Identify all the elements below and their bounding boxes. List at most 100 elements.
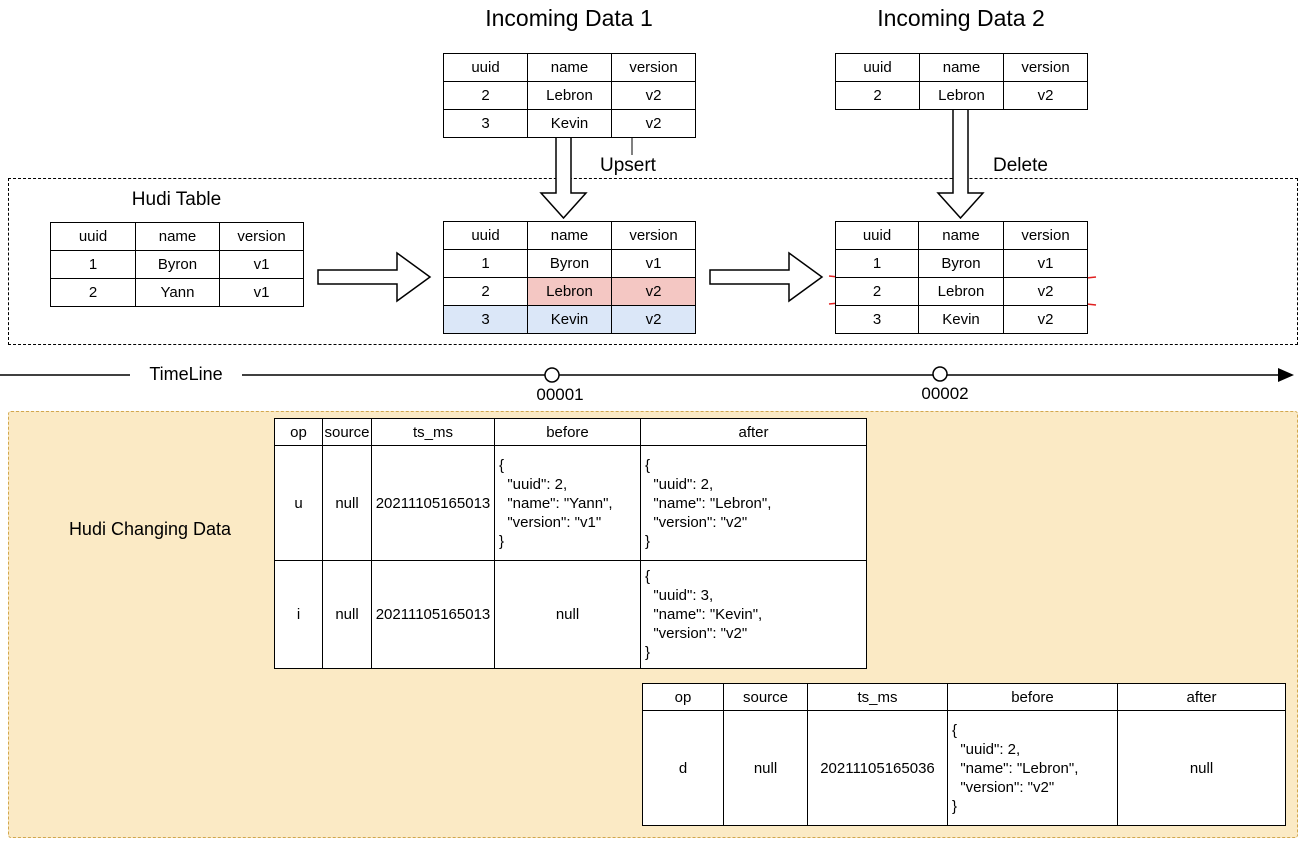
table-header-row: op source ts_ms before after bbox=[274, 418, 867, 446]
cell-before: null bbox=[494, 560, 641, 669]
cdc-table-instant1: op source ts_ms before after u null 2021… bbox=[274, 418, 867, 669]
deleted-row: 2 Lebron v2 bbox=[835, 277, 1088, 306]
cell: Lebron bbox=[527, 81, 612, 110]
cell-after: null bbox=[1117, 710, 1286, 826]
cell-after: { "uuid": 2, "name": "Lebron", "version"… bbox=[640, 445, 867, 561]
cdc-row-delete: d null 20211105165036 { "uuid": 2, "name… bbox=[642, 710, 1286, 826]
cell: v2 bbox=[1003, 81, 1088, 110]
inserted-cell: 3 bbox=[443, 305, 528, 334]
column-header-source: source bbox=[723, 683, 808, 711]
json-value: { "uuid": 2, "name": "Yann", "version": … bbox=[499, 456, 613, 550]
cell: Kevin bbox=[527, 109, 612, 138]
hudi-changing-data-label: Hudi Changing Data bbox=[68, 519, 232, 539]
cell-before: { "uuid": 2, "name": "Lebron", "version"… bbox=[947, 710, 1118, 826]
cell: 3 bbox=[443, 109, 528, 138]
column-header-op: op bbox=[642, 683, 724, 711]
timeline-instant2-marker bbox=[932, 366, 948, 382]
table-row: 2 Yann v1 bbox=[50, 278, 304, 307]
cell: Byron bbox=[527, 249, 612, 278]
cell: v1 bbox=[1003, 249, 1088, 278]
column-header-after: after bbox=[1117, 683, 1286, 711]
cell-op: u bbox=[274, 445, 323, 561]
cell: 1 bbox=[835, 249, 919, 278]
column-header-uuid: uuid bbox=[50, 222, 136, 251]
cell: Byron bbox=[918, 249, 1004, 278]
column-header-uuid: uuid bbox=[835, 221, 919, 250]
cell-before: { "uuid": 2, "name": "Yann", "version": … bbox=[494, 445, 641, 561]
cell: Lebron bbox=[918, 277, 1004, 306]
column-header-name: name bbox=[135, 222, 220, 251]
cdc-table-instant2: op source ts_ms before after d null 2021… bbox=[642, 683, 1286, 826]
table-row: 1 Byron v1 bbox=[835, 249, 1088, 278]
incoming-data-2-title: Incoming Data 2 bbox=[877, 5, 1045, 31]
cell: Yann bbox=[135, 278, 220, 307]
cell: 2 bbox=[443, 277, 528, 306]
column-header-uuid: uuid bbox=[443, 221, 528, 250]
cell: Lebron bbox=[919, 81, 1004, 110]
timeline-instant2-label: 00002 bbox=[921, 384, 969, 403]
cell: 2 bbox=[443, 81, 528, 110]
cell: v2 bbox=[611, 109, 696, 138]
column-header-version: version bbox=[611, 53, 696, 82]
cell-after: { "uuid": 3, "name": "Kevin", "version":… bbox=[640, 560, 867, 669]
cell-op: i bbox=[274, 560, 323, 669]
cell-source: null bbox=[322, 560, 372, 669]
cell: 1 bbox=[443, 249, 528, 278]
column-header-op: op bbox=[274, 418, 323, 446]
timeline-instant1-label: 00001 bbox=[536, 385, 584, 404]
table-header-row: uuid name version bbox=[443, 221, 696, 250]
inserted-cell: v2 bbox=[611, 305, 696, 334]
column-header-name: name bbox=[919, 53, 1004, 82]
table-header-row: uuid name version bbox=[835, 221, 1088, 250]
column-header-source: source bbox=[322, 418, 372, 446]
upsert-label: Upsert bbox=[600, 155, 656, 176]
cell: v1 bbox=[611, 249, 696, 278]
cell: v2 bbox=[1003, 305, 1088, 334]
table-row: 3 Kevin v2 bbox=[835, 305, 1088, 334]
timeline-label: TimeLine bbox=[130, 364, 242, 385]
cell: v2 bbox=[1003, 277, 1088, 306]
timeline-instant1-marker bbox=[544, 367, 560, 383]
cell: 2 bbox=[50, 278, 136, 307]
column-header-version: version bbox=[219, 222, 304, 251]
column-header-version: version bbox=[1003, 221, 1088, 250]
inserted-cell: Kevin bbox=[527, 305, 612, 334]
timeline-arrowhead-icon bbox=[1278, 368, 1294, 382]
hudi-initial-table: uuid name version 1 Byron v1 2 Yann v1 bbox=[50, 222, 304, 307]
json-value: { "uuid": 2, "name": "Lebron", "version"… bbox=[952, 721, 1079, 815]
incoming-data-1-title: Incoming Data 1 bbox=[485, 5, 653, 31]
cell-op: d bbox=[642, 710, 724, 826]
column-header-version: version bbox=[611, 221, 696, 250]
hudi-table-title: Hudi Table bbox=[131, 189, 222, 210]
incoming-data-1-table: uuid name version 2 Lebron v2 3 Kevin v2 bbox=[443, 53, 696, 138]
table-header-row: uuid name version bbox=[50, 222, 304, 251]
table-row: 2 Lebron v2 bbox=[835, 81, 1088, 110]
cell: Byron bbox=[135, 250, 220, 279]
cdc-row-update: u null 20211105165013 { "uuid": 2, "name… bbox=[274, 445, 867, 561]
column-header-name: name bbox=[918, 221, 1004, 250]
table-header-row: op source ts_ms before after bbox=[642, 683, 1286, 711]
column-header-ts-ms: ts_ms bbox=[807, 683, 948, 711]
column-header-uuid: uuid bbox=[835, 53, 920, 82]
table-header-row: uuid name version bbox=[835, 53, 1088, 82]
hudi-after-upsert-table: uuid name version 1 Byron v1 2 Lebron v2… bbox=[443, 221, 696, 334]
cell: 2 bbox=[835, 277, 919, 306]
hudi-after-delete-table: uuid name version 1 Byron v1 2 Lebron v2… bbox=[835, 221, 1088, 334]
cell-ts-ms: 20211105165036 bbox=[807, 710, 948, 826]
column-header-before: before bbox=[947, 683, 1118, 711]
updated-row: 2 Lebron v2 bbox=[443, 277, 696, 306]
cell: 3 bbox=[835, 305, 919, 334]
cell: v1 bbox=[219, 250, 304, 279]
table-row: 3 Kevin v2 bbox=[443, 109, 696, 138]
delete-label: Delete bbox=[993, 155, 1048, 176]
cell: 1 bbox=[50, 250, 136, 279]
column-header-version: version bbox=[1003, 53, 1088, 82]
cell-source: null bbox=[322, 445, 372, 561]
column-header-uuid: uuid bbox=[443, 53, 528, 82]
cell: Kevin bbox=[918, 305, 1004, 334]
cell: v2 bbox=[611, 81, 696, 110]
cell: 2 bbox=[835, 81, 920, 110]
table-row: 2 Lebron v2 bbox=[443, 81, 696, 110]
updated-cell: Lebron bbox=[527, 277, 612, 306]
